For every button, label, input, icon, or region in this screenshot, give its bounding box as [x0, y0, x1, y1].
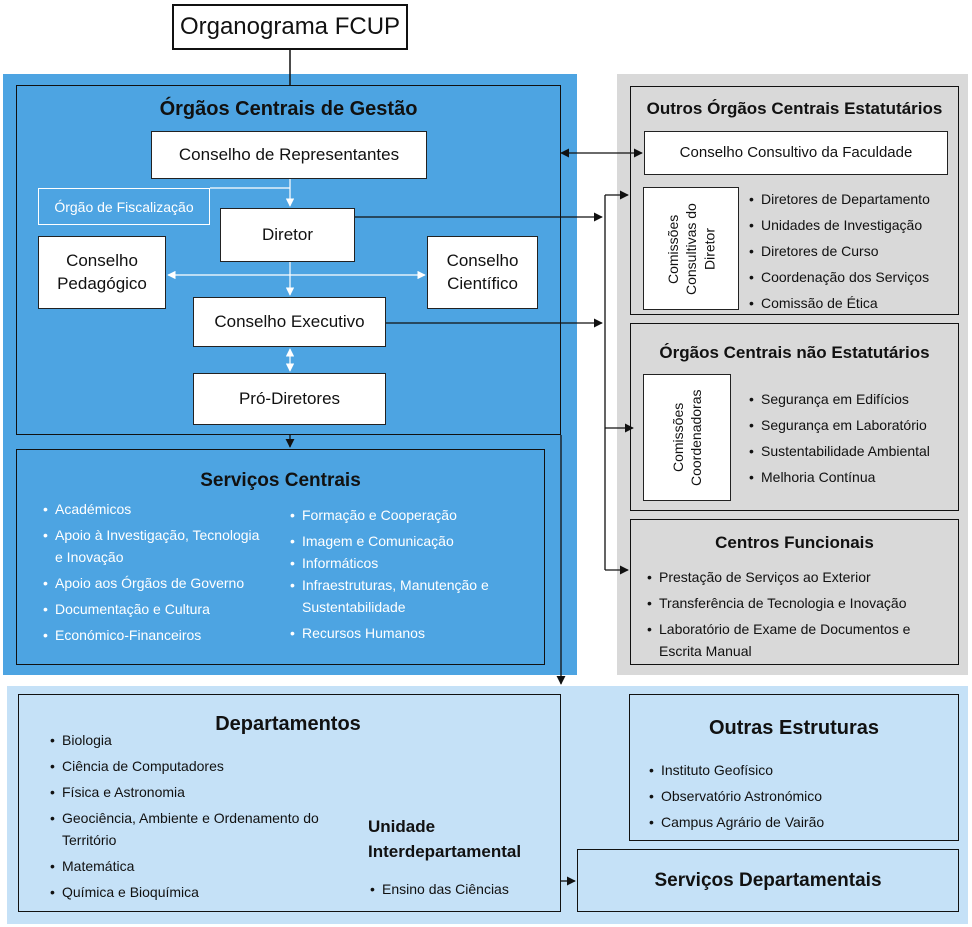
- list-item: Imagem e Comunicação: [290, 530, 530, 552]
- list-item: Comissão de Ética: [749, 290, 959, 316]
- list-item: Diretores de Departamento: [749, 186, 959, 212]
- servicos-centrais-title: Serviços Centrais: [200, 470, 361, 491]
- list-item: Recursos Humanos: [290, 622, 530, 644]
- servicos-centrais-frame: [16, 449, 545, 665]
- list-item: Segurança em Laboratório: [749, 412, 959, 438]
- outras-estruturas-frame: [629, 694, 959, 841]
- list-item: Laboratório de Exame de Documentos e Esc…: [647, 618, 929, 662]
- list-item: Apoio aos Órgãos de Governo: [43, 572, 268, 594]
- list-item: Química e Bioquímica: [50, 881, 330, 903]
- list-item: Diretores de Curso: [749, 238, 959, 264]
- outras-estruturas-title: Outras Estruturas: [708, 717, 880, 739]
- list-item: Física e Astronomia: [50, 781, 330, 803]
- conselho-pedagogico-label: Conselho Pedagógico: [57, 250, 147, 293]
- unidade-interdepartamental-list: Ensino das Ciências: [370, 878, 540, 900]
- list-item: Melhoria Contínua: [749, 464, 959, 490]
- servicos-departamentais-box: Serviços Departamentais: [577, 849, 959, 912]
- servicos-centrais-right-list: Formação e Cooperação Imagem e Comunicaç…: [290, 504, 530, 644]
- central-management-frame: [16, 85, 561, 435]
- departamentos-frame: [18, 694, 561, 912]
- list-item: Informáticos: [290, 552, 530, 574]
- conselho-pedagogico-box: Conselho Pedagógico: [38, 236, 166, 309]
- page-title: Organograma FCUP: [172, 4, 408, 50]
- list-item: Formação e Cooperação: [290, 504, 530, 526]
- list-item: Unidades de Investigação: [749, 212, 959, 238]
- list-item: Instituto Geofísico: [649, 757, 949, 783]
- list-item: Observatório Astronómico: [649, 783, 949, 809]
- list-item: Campus Agrário de Vairão: [649, 809, 949, 835]
- conselho-cientifico-box: Conselho Científico: [427, 236, 538, 309]
- list-item: Documentação e Cultura: [43, 598, 268, 620]
- comissoes-consultivas-box: Comissões Consultivas do Diretor: [643, 187, 739, 310]
- outras-estruturas-list: Instituto Geofísico Observatório Astronó…: [649, 757, 949, 835]
- list-item: Ciência de Computadores: [50, 755, 330, 777]
- conselho-consultivo-label: Conselho Consultivo da Faculdade: [679, 143, 913, 161]
- list-item: Prestação de Serviços ao Exterior: [647, 566, 947, 588]
- conselho-representantes-label: Conselho de Representantes: [178, 144, 400, 164]
- list-item: Transferência de Tecnologia e Inovação: [647, 592, 947, 614]
- list-item: Segurança em Edifícios: [749, 386, 959, 412]
- centros-funcionais-list: Prestação de Serviços ao Exterior Transf…: [647, 566, 947, 662]
- diretor-label: Diretor: [261, 224, 313, 244]
- list-item: Sustentabilidade Ambiental: [749, 438, 959, 464]
- orgao-fiscalizacao-box: Órgão de Fiscalização: [38, 188, 210, 225]
- list-item: Apoio à Investigação, Tecnologia e Inova…: [43, 524, 268, 568]
- pro-diretores-label: Pró-Diretores: [238, 388, 341, 408]
- list-item: Coordenação dos Serviços: [749, 264, 959, 290]
- centros-funcionais-title: Centros Funcionais: [715, 533, 874, 552]
- unidade-interdepartamental-title: Unidade Interdepartamental: [368, 817, 522, 861]
- diretor-box: Diretor: [220, 208, 355, 262]
- list-item: Ensino das Ciências: [370, 878, 540, 900]
- servicos-departamentais-label: Serviços Departamentais: [654, 869, 882, 891]
- list-item: Biologia: [50, 729, 330, 751]
- pro-diretores-box: Pró-Diretores: [193, 373, 386, 425]
- conselho-cientifico-label: Conselho Científico: [446, 250, 519, 293]
- conselho-consultivo-box: Conselho Consultivo da Faculdade: [644, 131, 948, 175]
- departamentos-list: Biologia Ciência de Computadores Física …: [50, 729, 330, 903]
- orgao-fiscalizacao-label: Órgão de Fiscalização: [54, 198, 194, 215]
- comissoes-consultivas-label: Comissões Consultivas do Diretor: [664, 202, 718, 295]
- outros-estatutarios-title: Outros Órgãos Centrais Estatutários: [646, 99, 943, 118]
- comissoes-consultivas-list: Diretores de Departamento Unidades de In…: [749, 186, 959, 316]
- central-management-title: Órgãos Centrais de Gestão: [159, 98, 418, 120]
- nao-estatutarios-title: Órgãos Centrais não Estatutários: [659, 343, 930, 362]
- centros-funcionais-frame: [630, 519, 959, 665]
- comissoes-coordenadoras-list: Segurança em Edifícios Segurança em Labo…: [749, 386, 959, 490]
- list-item: Económico-Financeiros: [43, 624, 268, 646]
- list-item: Geociência, Ambiente e Ordenamento do Te…: [50, 807, 330, 851]
- conselho-representantes-box: Conselho de Representantes: [151, 131, 427, 179]
- conselho-executivo-box: Conselho Executivo: [193, 297, 386, 347]
- comissoes-coordenadoras-label: Comissões Coordenadoras: [669, 389, 704, 486]
- servicos-centrais-left-list: Académicos Apoio à Investigação, Tecnolo…: [43, 498, 268, 646]
- conselho-executivo-label: Conselho Executivo: [214, 311, 365, 331]
- comissoes-coordenadoras-box: Comissões Coordenadoras: [643, 374, 731, 501]
- list-item: Académicos: [43, 498, 268, 520]
- list-item: Matemática: [50, 855, 330, 877]
- page-title-text: Organograma FCUP: [179, 12, 401, 40]
- list-item: Infraestruturas, Manutenção e Sustentabi…: [290, 574, 530, 618]
